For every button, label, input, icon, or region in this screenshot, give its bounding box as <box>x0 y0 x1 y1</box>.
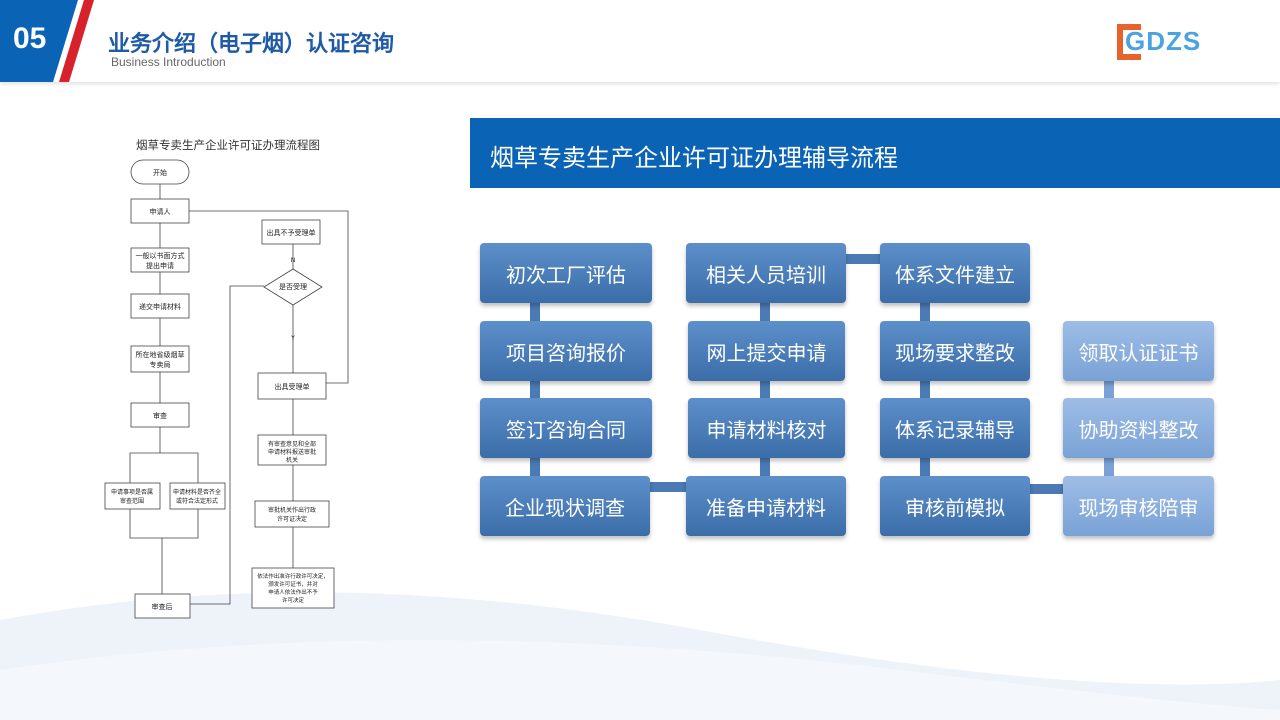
step-sign-consulting-contract: 签订咨询合同 <box>480 398 652 458</box>
section-number: 05 <box>13 22 47 55</box>
fc-left-b-2: 或符合法定形式 <box>176 497 218 505</box>
section-number-block <box>0 0 94 82</box>
fc-note2-1: 审批机关作出行政 <box>268 506 316 514</box>
connector <box>760 458 770 478</box>
fc-note1-1: 有审查意见和全部 <box>268 440 316 448</box>
connector <box>1104 381 1114 401</box>
connector <box>760 381 770 401</box>
logo-text: GDZS <box>1125 26 1202 56</box>
step-record-guidance: 体系记录辅导 <box>880 398 1030 458</box>
fc-y-label: Y <box>290 335 295 342</box>
background-wave <box>0 592 1280 720</box>
page-title: 业务介绍（电子烟）认证咨询 <box>108 32 395 57</box>
fc-note1-3: 机关 <box>286 456 298 464</box>
fc-reject: 出具不予受理单 <box>267 228 316 237</box>
license-flowchart: 烟草专卖生产企业许可证办理流程图 开始 申请 <box>104 138 349 619</box>
fc-left-b-1: 申请材料是否齐全 <box>173 488 221 496</box>
fc-note2-2: 许可证决定 <box>277 515 307 523</box>
step-receive-certificate: 领取认证证书 <box>1063 321 1214 381</box>
step-personnel-training: 相关人员培训 <box>686 243 846 303</box>
connector <box>1028 484 1064 494</box>
gdzs-logo-icon <box>1117 24 1141 60</box>
connector <box>920 458 930 478</box>
fc-bureau-1: 所在地省级烟草 <box>136 350 185 359</box>
header-bar: 05 业务介绍（电子烟）认证咨询 Business Introduction G… <box>0 0 1280 82</box>
step-initial-factory-assessment: 初次工厂评估 <box>480 243 652 303</box>
connector <box>920 381 930 401</box>
connector <box>845 254 881 264</box>
fc-note3-1: 依法作出准许行政许可决定， <box>257 572 329 580</box>
step-project-consulting-quote: 项目咨询报价 <box>480 321 652 381</box>
step-online-application: 网上提交申请 <box>688 321 845 381</box>
step-assist-material-rectification: 协助资料整改 <box>1063 398 1214 458</box>
step-material-verification: 申请材料核对 <box>688 398 845 458</box>
fc-start: 开始 <box>153 168 167 177</box>
fc-note1-2: 申请材料报送审批 <box>268 448 316 456</box>
process-banner <box>470 118 1280 188</box>
connector <box>760 303 770 323</box>
page-subtitle: Business Introduction <box>111 55 226 69</box>
banner-title: 烟草专卖生产企业许可证办理辅导流程 <box>490 144 898 172</box>
fc-note3-2: 颁发许可证书，并对 <box>268 580 318 588</box>
fc-note3-3: 申请人依法作出不予 <box>268 588 318 596</box>
fc-note3-4: 许可决定 <box>282 596 305 604</box>
fc-review: 审查 <box>153 411 167 420</box>
step-pre-audit-simulation: 审核前模拟 <box>880 476 1030 536</box>
fc-left-a-1: 申请事项是否属 <box>111 488 153 496</box>
connector <box>530 303 540 323</box>
fc-submit-materials: 递交申请材料 <box>139 302 181 311</box>
fc-left-a-2: 审查范围 <box>120 497 144 505</box>
fc-accept-decision: 是否受理 <box>279 282 307 291</box>
step-enterprise-status-survey: 企业现状调查 <box>480 476 650 536</box>
connector <box>648 482 688 492</box>
connector <box>920 303 930 323</box>
fc-submit-method-1: 一般以书面方式 <box>136 251 185 260</box>
fc-n-label: N <box>291 257 296 264</box>
step-onsite-audit-accompany: 现场审核陪审 <box>1063 476 1214 536</box>
connector <box>1104 458 1114 478</box>
fc-accept-notice: 出具受理单 <box>275 382 310 391</box>
fc-bureau-2: 专卖局 <box>150 360 171 369</box>
step-system-documents: 体系文件建立 <box>880 243 1030 303</box>
step-prepare-materials: 准备申请材料 <box>686 476 846 536</box>
step-onsite-rectification: 现场要求整改 <box>880 321 1030 381</box>
connector <box>530 458 540 478</box>
fc-submit-method-2: 提出申请 <box>146 261 174 270</box>
flowchart-title: 烟草专卖生产企业许可证办理流程图 <box>136 138 320 152</box>
fc-after-review: 审查后 <box>152 602 173 611</box>
fc-applicant: 申请人 <box>150 207 171 216</box>
connector <box>530 381 540 401</box>
